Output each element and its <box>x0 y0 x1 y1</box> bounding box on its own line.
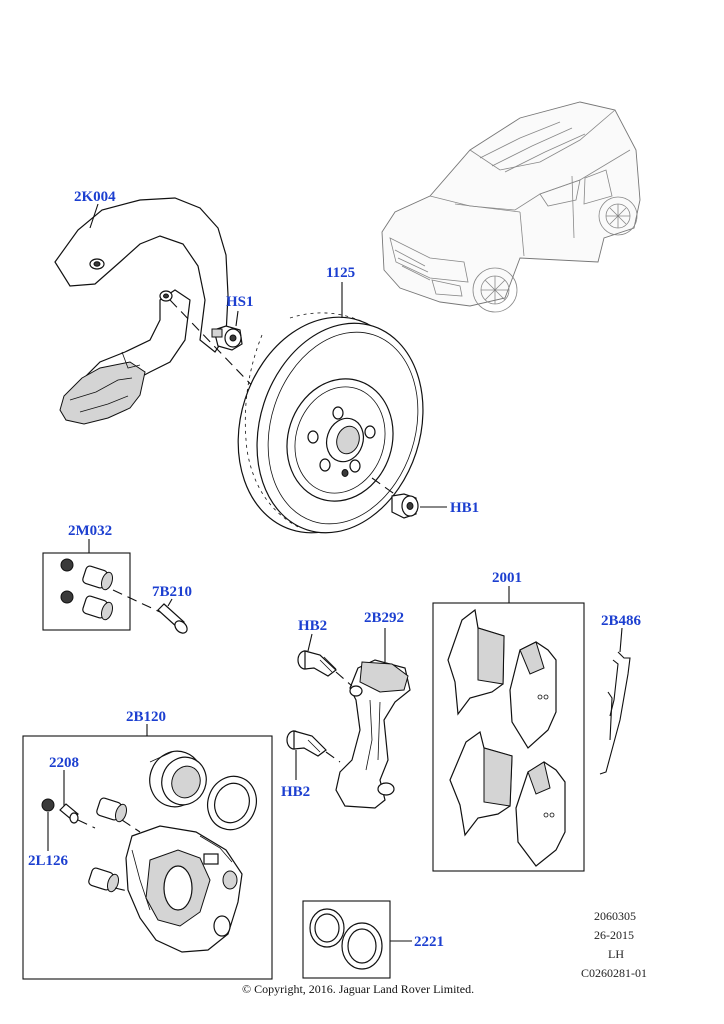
vehicle-illustration <box>381 101 641 313</box>
callout-2M032: 2M032 <box>68 523 112 539</box>
callout-2B292: 2B292 <box>364 610 404 626</box>
callout-HB2-bottom: HB2 <box>281 784 310 800</box>
callout-1125: 1125 <box>326 265 355 281</box>
callout-HS1: HS1 <box>226 294 254 310</box>
callout-2B486: 2B486 <box>601 613 642 629</box>
pad-retaining-spring <box>599 651 631 775</box>
callout-2L126: 2L126 <box>28 853 69 869</box>
carrier-bolt-bottom <box>286 730 327 757</box>
guide-pin-boots <box>88 797 128 893</box>
hub-bolt <box>391 493 419 519</box>
ref-line-4: C0260281-01 <box>581 966 647 980</box>
brake-backing-plate <box>54 197 229 425</box>
callout-HB1: HB1 <box>450 500 479 516</box>
bleed-cap <box>41 798 55 812</box>
carrier-bolt-top <box>297 650 337 677</box>
callout-HB2-top: HB2 <box>298 618 327 634</box>
guide-pin-kit-box <box>42 552 131 631</box>
bleed-screw <box>59 803 79 824</box>
caliper-carrier <box>335 659 411 809</box>
callout-7B210: 7B210 <box>152 584 192 600</box>
ref-line-3: LH <box>608 947 624 961</box>
copyright-notice: © Copyright, 2016. Jaguar Land Rover Lim… <box>242 982 474 996</box>
ref-line-2: 26-2015 <box>594 928 634 942</box>
piston-seal <box>207 775 257 831</box>
guide-pin-kit-parts <box>60 558 114 621</box>
caliper-body <box>125 825 243 953</box>
heat-shield-screw <box>211 325 243 351</box>
callout-2B120: 2B120 <box>126 709 166 725</box>
ref-line-1: 2060305 <box>594 909 636 923</box>
seal-kit-parts <box>309 908 383 970</box>
brake-disc <box>237 312 424 534</box>
callout-2208: 2208 <box>49 755 79 771</box>
callout-2001: 2001 <box>492 570 522 586</box>
callout-2221: 2221 <box>414 934 444 950</box>
brake-pads <box>447 608 566 867</box>
callout-2K004: 2K004 <box>74 189 116 205</box>
caliper-piston <box>149 750 207 808</box>
guide-pin <box>157 603 188 634</box>
seal-kit-box <box>302 900 391 979</box>
